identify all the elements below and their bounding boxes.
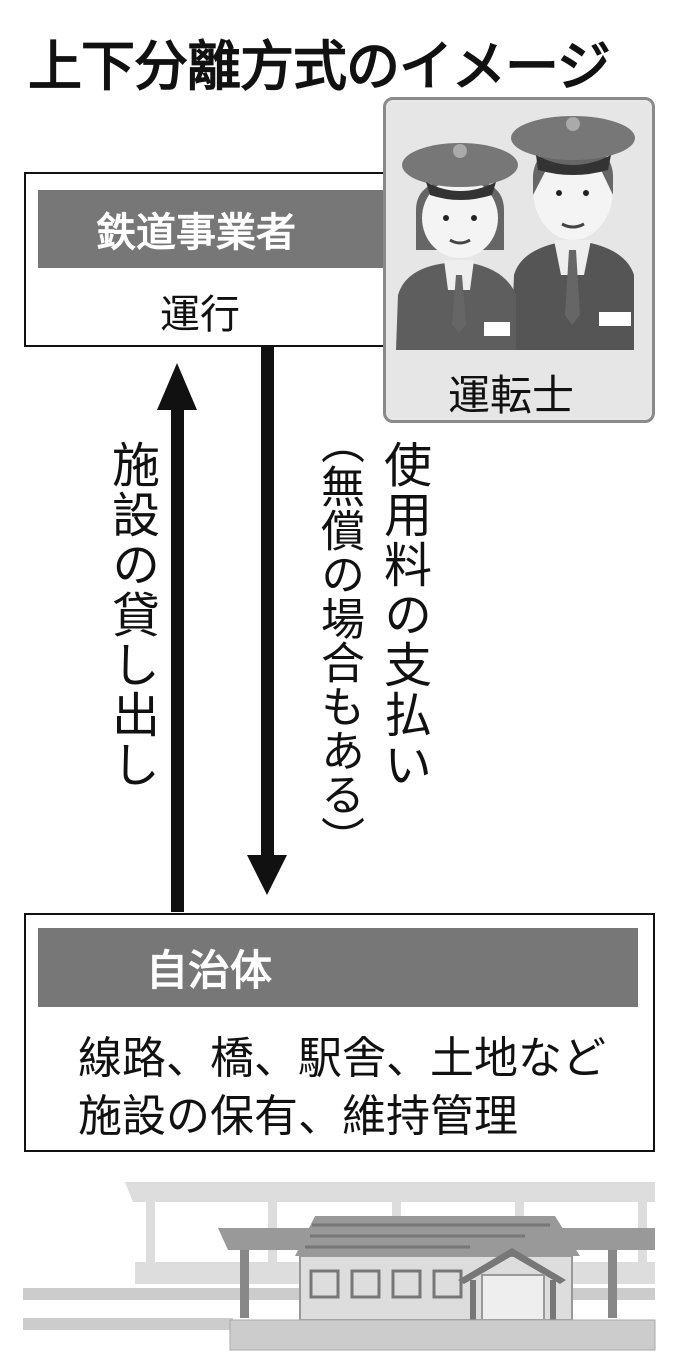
diagram-title: 上下分離方式のイメージ (28, 35, 611, 98)
up-arrow-label: 施設の貸し出し (103, 440, 159, 790)
operator-header: 鉄道事業者 (38, 190, 388, 268)
down-arrow (247, 345, 287, 895)
down-arrow-label: 使用料の支払い (375, 440, 431, 790)
drivers-illustration (396, 116, 635, 350)
up-arrow (157, 363, 197, 912)
municipality-header: 自治体 (38, 928, 638, 1007)
driver-panel: 運転士 (383, 97, 655, 423)
municipality-line-1: 線路、橋、駅舎、土地など (78, 1033, 606, 1084)
down-arrow-note: （無償の場合もある） (313, 420, 364, 860)
driver-label: 運転士 (448, 371, 575, 420)
municipality-line-2: 施設の保有、維持管理 (78, 1091, 518, 1142)
operator-role: 運行 (160, 292, 240, 338)
station-illustration (23, 1182, 656, 1351)
